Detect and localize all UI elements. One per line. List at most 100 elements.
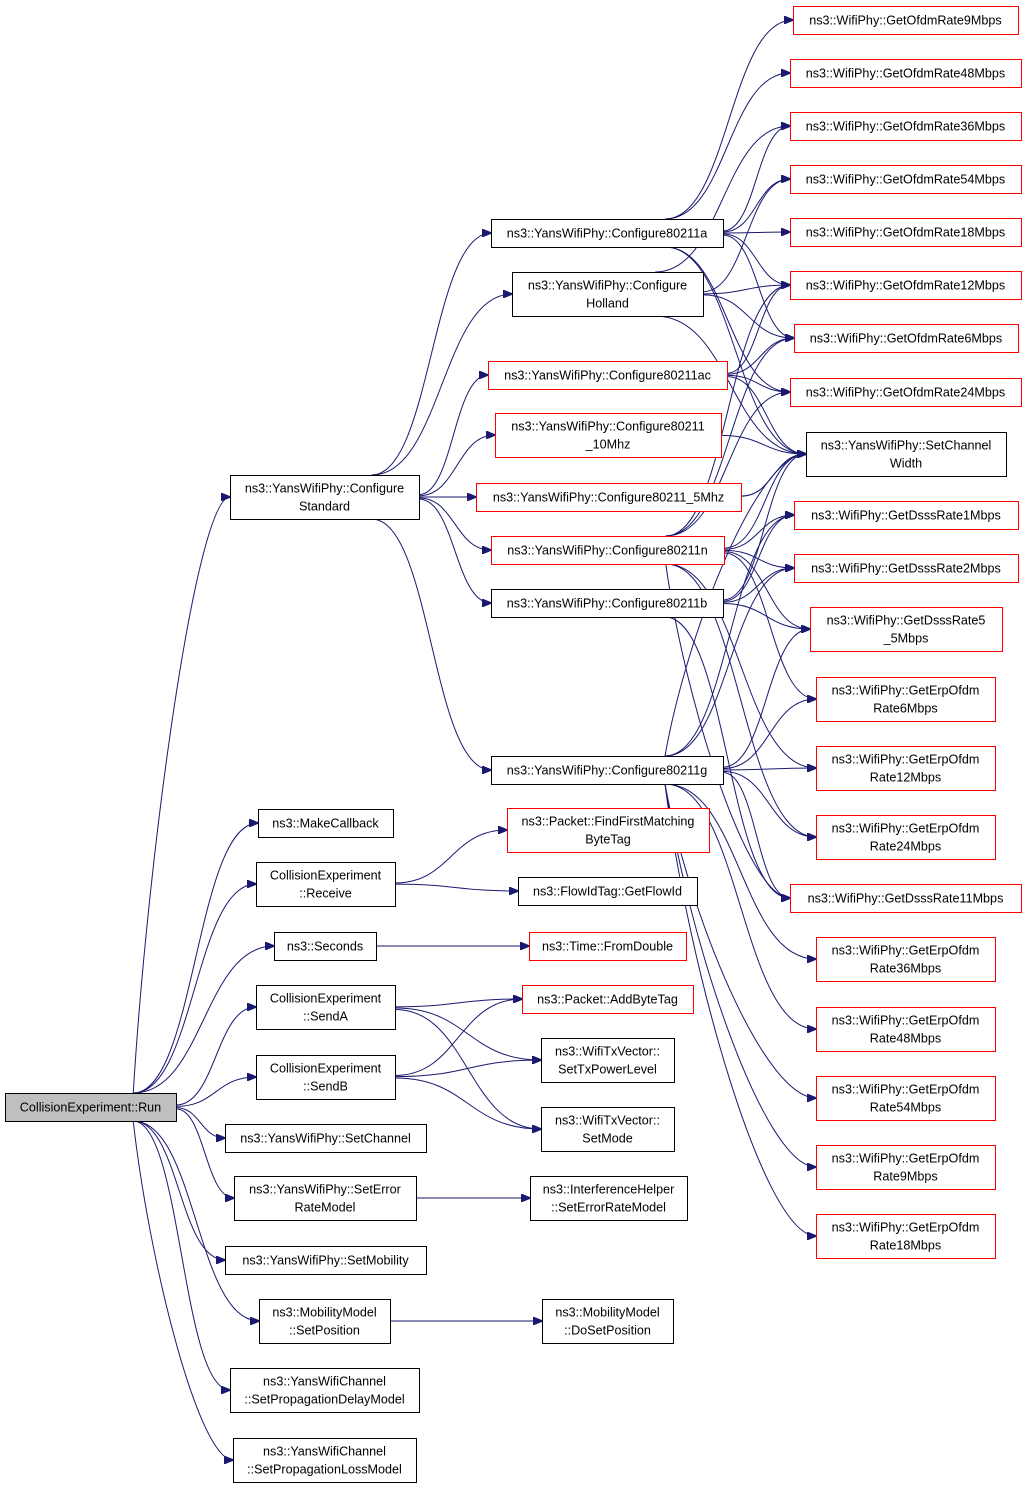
node-o36[interactable]: ns3::WifiPhy::GetOfdmRate36Mbps <box>790 112 1022 141</box>
node-o6[interactable]: ns3::WifiPhy::GetOfdmRate6Mbps <box>794 324 1019 353</box>
node-box <box>816 1007 996 1052</box>
node-settxpl[interactable]: ns3::WifiTxVector::SetTxPowerLevel <box>541 1038 675 1083</box>
node-label: ns3::YansWifiPhy::Configure80211_5Mhz <box>493 491 724 505</box>
node-dosetpos[interactable]: ns3::MobilityModel::DoSetPosition <box>542 1299 674 1344</box>
node-label: ns3::YansWifiPhy::Configure80211a <box>507 227 707 241</box>
edge-run-to-seconds <box>133 946 274 1094</box>
node-box <box>512 272 704 317</box>
node-c11ac[interactable]: ns3::YansWifiPhy::Configure80211ac <box>488 361 728 390</box>
node-label: ns3::WifiPhy::GetDsssRate11Mbps <box>808 892 1004 906</box>
node-o48[interactable]: ns3::WifiPhy::GetOfdmRate48Mbps <box>790 59 1022 88</box>
node-label: ::SetPropagationDelayModel <box>244 1393 404 1407</box>
node-getflow[interactable]: ns3::FlowIdTag::GetFlowId <box>518 877 698 906</box>
node-label: _5Mbps <box>883 632 929 646</box>
node-o12[interactable]: ns3::WifiPhy::GetOfdmRate12Mbps <box>790 271 1022 300</box>
node-o54[interactable]: ns3::WifiPhy::GetOfdmRate54Mbps <box>790 165 1022 194</box>
node-d55[interactable]: ns3::WifiPhy::GetDsssRate5_5Mbps <box>810 607 1003 652</box>
node-iherm[interactable]: ns3::InterferenceHelper::SetErrorRateMod… <box>530 1176 688 1221</box>
node-seconds[interactable]: ns3::Seconds <box>274 932 377 961</box>
node-d11[interactable]: ns3::WifiPhy::GetDsssRate11Mbps <box>790 884 1022 913</box>
node-receive[interactable]: CollisionExperiment::Receive <box>256 862 396 907</box>
node-label: ns3::MobilityModel <box>555 1306 659 1320</box>
node-c10mhz[interactable]: ns3::YansWifiPhy::Configure80211_10Mhz <box>495 413 722 458</box>
edge-cfg_std-to-c11a <box>371 233 491 476</box>
node-label: ByteTag <box>585 833 631 847</box>
node-box <box>542 1299 674 1344</box>
node-run[interactable]: CollisionExperiment::Run <box>5 1093 177 1122</box>
node-label: ::DoSetPosition <box>564 1324 651 1338</box>
edge-receive-to-getflow <box>394 883 518 891</box>
node-c11b[interactable]: ns3::YansWifiPhy::Configure80211b <box>491 589 724 618</box>
edge-cholland-to-o36 <box>655 126 790 273</box>
edge-c11n-to-o12 <box>665 285 790 537</box>
node-senda[interactable]: CollisionExperiment::SendA <box>256 985 396 1030</box>
node-setmode[interactable]: ns3::WifiTxVector::SetMode <box>541 1107 675 1152</box>
edge-c11a-to-o36 <box>722 126 790 232</box>
node-box <box>816 937 996 982</box>
node-box <box>230 1368 420 1413</box>
node-label: ns3::YansWifiPhy::SetMobility <box>242 1254 409 1268</box>
node-c11g[interactable]: ns3::YansWifiPhy::Configure80211g <box>491 756 724 785</box>
node-label: ns3::WifiTxVector:: <box>555 1114 660 1128</box>
edge-c11n-to-o24 <box>665 392 790 537</box>
node-sendb[interactable]: CollisionExperiment::SendB <box>256 1055 396 1100</box>
node-label: Rate9Mbps <box>873 1170 937 1184</box>
node-label: Rate18Mbps <box>870 1239 941 1253</box>
edge-c11a-to-o48 <box>664 73 790 220</box>
node-o9[interactable]: ns3::WifiPhy::GetOfdmRate9Mbps <box>793 6 1019 35</box>
edge-run-to-cfg_std <box>132 497 230 1094</box>
edge-run-to-makecb <box>133 823 258 1094</box>
edge-run-to-receive <box>133 884 256 1094</box>
node-d1[interactable]: ns3::WifiPhy::GetDsssRate1Mbps <box>794 501 1019 530</box>
node-label: ns3::Time::FromDouble <box>542 940 673 954</box>
node-c11a[interactable]: ns3::YansWifiPhy::Configure80211a <box>491 219 724 248</box>
node-setpos[interactable]: ns3::MobilityModel::SetPosition <box>259 1299 391 1344</box>
edge-run-to-seterm <box>175 1108 234 1198</box>
node-o24[interactable]: ns3::WifiPhy::GetOfdmRate24Mbps <box>790 378 1022 407</box>
node-setchannel[interactable]: ns3::YansWifiPhy::SetChannel <box>225 1124 427 1153</box>
node-box <box>491 536 725 565</box>
node-addbytetag[interactable]: ns3::Packet::AddByteTag <box>522 985 694 1014</box>
node-makecb[interactable]: ns3::MakeCallback <box>258 809 394 838</box>
edge-cholland-to-o12 <box>702 285 790 295</box>
edge-cfg_std-to-c11b <box>418 498 491 603</box>
edge-sendb-to-addbytetag <box>394 999 522 1076</box>
node-box <box>794 501 1019 530</box>
node-d2[interactable]: ns3::WifiPhy::GetDsssRate2Mbps <box>794 554 1019 583</box>
node-c11n[interactable]: ns3::YansWifiPhy::Configure80211n <box>491 536 725 565</box>
node-box <box>491 589 724 618</box>
node-label: ns3::InterferenceHelper <box>543 1183 675 1197</box>
node-box <box>274 932 377 961</box>
node-setpdm[interactable]: ns3::YansWifiChannel::SetPropagationDela… <box>230 1368 420 1413</box>
node-seterm[interactable]: ns3::YansWifiPhy::SetErrorRateModel <box>234 1176 417 1221</box>
node-label: Rate6Mbps <box>873 702 937 716</box>
node-setplm[interactable]: ns3::YansWifiChannel::SetPropagationLoss… <box>233 1438 417 1483</box>
edge-run-to-setpdm <box>133 1120 230 1390</box>
node-box <box>541 1038 675 1083</box>
node-label: ns3::WifiPhy::GetDsssRate2Mbps <box>811 562 1001 576</box>
edge-c11b-to-d1 <box>722 515 794 602</box>
node-setmob[interactable]: ns3::YansWifiPhy::SetMobility <box>225 1246 427 1275</box>
edge-c11n-to-d55 <box>723 551 810 629</box>
node-box <box>518 877 698 906</box>
node-o18[interactable]: ns3::WifiPhy::GetOfdmRate18Mbps <box>790 218 1022 247</box>
node-fromdouble[interactable]: ns3::Time::FromDouble <box>529 932 687 961</box>
node-box <box>790 884 1022 913</box>
node-label: Rate54Mbps <box>870 1101 941 1115</box>
node-box <box>488 361 728 390</box>
node-label: Width <box>890 457 922 471</box>
node-c5mhz[interactable]: ns3::YansWifiPhy::Configure80211_5Mhz <box>476 483 742 512</box>
edge-c11g-to-e36 <box>664 783 816 959</box>
